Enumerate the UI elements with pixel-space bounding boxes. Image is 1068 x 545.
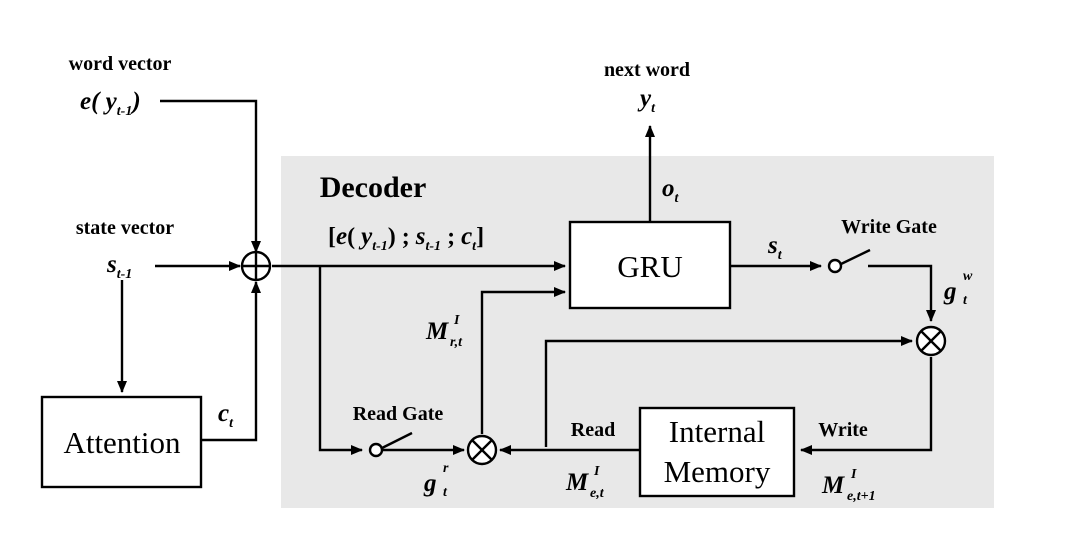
context-symbol: ct xyxy=(218,400,234,431)
memory-label: Memory xyxy=(664,454,771,489)
word-vector-symbol: e( yt-1) xyxy=(80,88,141,119)
write-multiply-operator-icon xyxy=(915,325,947,357)
write-wire xyxy=(800,357,933,455)
next-word-label: next word xyxy=(604,59,690,81)
write-gate-out-wire xyxy=(868,264,936,322)
word-vector-label: word vector xyxy=(69,53,172,75)
memory-loop-wire xyxy=(544,336,913,447)
gru-block xyxy=(568,220,732,310)
memory-write-symbol: M I e,t+1 xyxy=(821,467,876,504)
internal-memory-block xyxy=(638,406,796,498)
svg-text:t: t xyxy=(443,485,448,500)
state-vector-symbol: st-1 xyxy=(106,251,132,282)
read-label: Read xyxy=(571,419,615,441)
gru-output-symbol: ot xyxy=(662,175,680,206)
read-gate-switch-terminal xyxy=(368,442,384,458)
read-gate-signal-symbol: g r t xyxy=(423,461,449,500)
svg-text:e,t+1: e,t+1 xyxy=(847,489,876,504)
svg-text:g: g xyxy=(943,278,957,305)
svg-text:e,t: e,t xyxy=(590,486,605,501)
svg-text:t: t xyxy=(963,293,968,308)
svg-text:w: w xyxy=(963,269,973,284)
write-gate-switch-blade xyxy=(840,248,871,266)
read-multiply-operator-icon xyxy=(466,434,498,466)
decoder-title: Decoder xyxy=(320,171,427,204)
sum-operator-icon xyxy=(240,250,272,282)
state-vector-label: state vector xyxy=(76,217,174,239)
read-gate-branch-wire xyxy=(318,266,363,455)
concat-vector-symbol: [e( yt-1) ; st-1 ; ct] xyxy=(328,223,484,254)
svg-text:M: M xyxy=(821,472,845,499)
svg-text:I: I xyxy=(593,464,600,479)
read-vector-wire xyxy=(480,287,566,434)
write-gate-switch-terminal xyxy=(827,258,843,274)
gru-label: GRU xyxy=(617,249,682,284)
svg-text:r: r xyxy=(443,461,449,476)
svg-text:I: I xyxy=(453,313,460,328)
svg-text:M: M xyxy=(565,469,589,496)
svg-text:I: I xyxy=(850,467,857,482)
context-wire xyxy=(201,281,261,442)
read-memory-symbol: M I r,t xyxy=(425,313,463,350)
svg-text:M: M xyxy=(425,318,449,345)
memory-read-symbol: M I e,t xyxy=(565,464,605,501)
attention-label: Attention xyxy=(63,425,181,460)
write-label: Write xyxy=(818,419,868,441)
write-gate-label: Write Gate xyxy=(841,216,937,238)
read-gate-label: Read Gate xyxy=(353,403,444,425)
internal-label: Internal xyxy=(669,414,765,449)
attention-block xyxy=(40,395,203,489)
svg-text:r,t: r,t xyxy=(450,335,463,350)
decoder-region xyxy=(281,156,994,508)
next-word-symbol: yt xyxy=(637,85,656,116)
word-vector-wire xyxy=(160,99,261,253)
read-gate-switch-blade xyxy=(381,431,413,450)
state-output-symbol: st xyxy=(767,232,783,263)
svg-text:g: g xyxy=(423,470,437,497)
write-gate-signal-symbol: g w t xyxy=(943,269,973,308)
